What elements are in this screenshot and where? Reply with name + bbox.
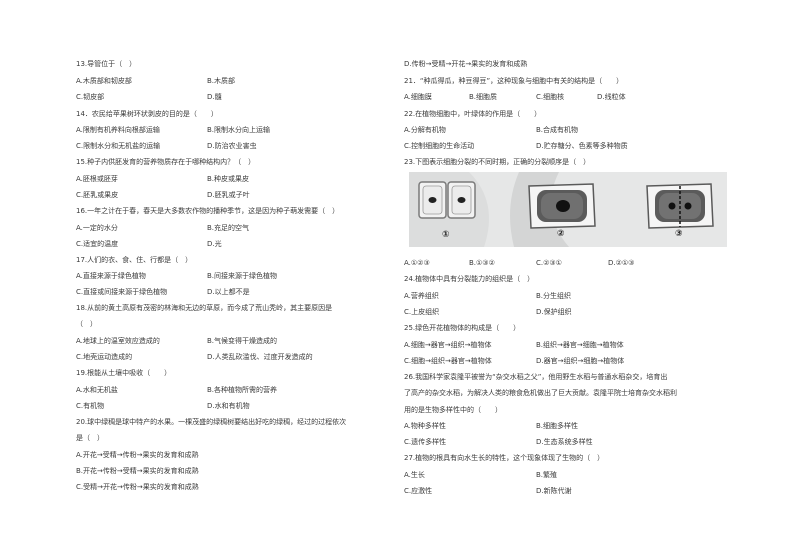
question-20-stem: 20.球中绿稠是球中特产的水果。一棵茂盛的绿稠树要结出好吃的绿稠，经过的过程依次 xyxy=(76,418,347,426)
question-21-option-d: D.线粒体 xyxy=(597,93,626,101)
question-14-option-b: B.限制水分向上运输 xyxy=(207,126,271,134)
figure-label-2: ② xyxy=(557,229,565,239)
question-17-stem: 17.人们的衣、食、住、行都是（ ） xyxy=(76,256,193,264)
question-14-stem: 14．农民给苹果树环状剥皮的目的是（ ） xyxy=(76,110,218,118)
question-22-option-c: C.控制细胞的生命活动 xyxy=(404,142,475,150)
question-27-stem: 27.植物的根具有向水生长的特性，这个现象体现了生物的（ ） xyxy=(404,454,605,462)
question-15-option-a: A.胚根或胚芽 xyxy=(76,175,118,183)
question-20-option-d: D.传粉→受精→开花→果实的发育和成熟 xyxy=(404,60,528,68)
question-22-option-b: B.合成有机物 xyxy=(536,126,579,134)
question-15-option-c: C.胚乳或果皮 xyxy=(76,191,119,199)
question-21-stem: 21．“种瓜得瓜，种豆得豆”，这种现象与细胞中有关的结构是（ ） xyxy=(404,77,624,85)
question-23-option-d: D.②①③ xyxy=(608,259,635,267)
question-23-stem: 23.下图表示细胞分裂的不同时期，正确的分裂顺序是（ ） xyxy=(404,158,591,166)
question-15-option-b: B.种皮或果皮 xyxy=(207,175,250,183)
question-19-option-d: D.水和有机物 xyxy=(207,402,250,410)
question-22-option-d: D.贮存糖分、色素等多种物质 xyxy=(536,142,628,150)
question-18-option-d: D.人类乱砍滥伐、过度开发造成的 xyxy=(207,353,313,361)
question-26-stem: 26.我国科学家袁隆平被誉为“杂交水稻之父”，他用野生水稻与普通水稻杂交，培育出 xyxy=(404,373,668,381)
figure-label-1: ① xyxy=(442,230,450,240)
question-15-stem: 15.种子内供胚发育的营养物质存在于哪种结构内？（ ） xyxy=(76,158,256,166)
question-18-option-c: C.地壳运动造成的 xyxy=(76,353,133,361)
figure-label-3: ③ xyxy=(675,229,683,239)
cell-stage-2 xyxy=(528,183,596,229)
question-18-stem: 18.从前的黄土高原有茂密的林海和无边的草原，而今成了荒山秃岭，其主要原因是 xyxy=(76,304,333,312)
question-26-stem-cont: 了高产的杂交水稻，为解决人类的粮食危机做出了巨大贡献。袁隆平院士培育杂交水稻利 xyxy=(404,389,677,397)
question-14-option-a: A.限制有机养料向根部运输 xyxy=(76,126,160,134)
question-23-option-b: B.①③② xyxy=(469,259,495,267)
question-17-option-a: A.直接来源于绿色植物 xyxy=(76,272,146,280)
question-22-stem: 22.在植物细胞中，叶绿体的作用是（ ） xyxy=(404,110,542,118)
question-16-stem: 16.一年之计在于春，春天是大多数农作物的播种季节，这是因为种子萌发需要（ ） xyxy=(76,207,340,215)
question-17-option-d: D.以上都不是 xyxy=(207,288,250,296)
cell-stage-3 xyxy=(646,183,714,229)
question-17-option-c: C.直接或间接来源于绿色植物 xyxy=(76,288,168,296)
question-27-option-d: D.新陈代谢 xyxy=(536,487,572,495)
question-18-stem-cont: （ ） xyxy=(76,320,97,328)
question-13-stem: 13.导管位于（ ） xyxy=(76,60,137,68)
question-27-option-b: B.繁殖 xyxy=(536,471,558,479)
question-16-option-d: D.光 xyxy=(207,240,222,248)
question-25-option-c: C.细胞→组织→器官→植物体 xyxy=(404,357,492,365)
question-14-option-c: C.限制水分和无机盐的运输 xyxy=(76,142,161,150)
question-25-option-a: A.细胞→器官→组织→植物体 xyxy=(404,341,492,349)
question-20-option-c: C.受精→开花→传粉→果实的发育和成熟 xyxy=(76,483,199,491)
question-13-option-c: C.韧皮部 xyxy=(76,93,105,101)
question-18-option-a: A.地球上的温室效应造成的 xyxy=(76,337,160,345)
question-15-option-d: D.胚乳或子叶 xyxy=(207,191,250,199)
question-13-option-a: A.木质部和韧皮部 xyxy=(76,77,132,85)
question-19-option-b: B.各种植物所需的营养 xyxy=(207,386,278,394)
question-16-option-c: C.适宜的温度 xyxy=(76,240,119,248)
question-19-stem: 19.根能从土壤中吸收（ ） xyxy=(76,369,172,377)
question-22-option-a: A.分解有机物 xyxy=(404,126,446,134)
question-20-option-a: A.开花→受精→传粉→果实的发育和成熟 xyxy=(76,451,199,459)
question-20-option-b: B.开花→传粉→受精→果实的发育和成熟 xyxy=(76,467,199,475)
question-25-option-b: B.组织→器官→细胞→植物体 xyxy=(536,341,624,349)
question-25-option-d: D.器官→组织→细胞→植物体 xyxy=(536,357,625,365)
question-26-stem-cont2: 用的是生物多样性中的（ ） xyxy=(404,406,502,414)
question-24-stem: 24.植物体中具有分裂能力的组织是（ ） xyxy=(404,275,535,283)
cell-division-figure: ① ② ③ xyxy=(409,172,727,247)
question-14-option-d: D.防治农业害虫 xyxy=(207,142,257,150)
question-21-option-b: B.细胞质 xyxy=(469,93,498,101)
question-16-option-a: A.一定的水分 xyxy=(76,224,118,232)
cell-stage-1 xyxy=(418,181,476,219)
question-26-option-a: A.物种多样性 xyxy=(404,422,446,430)
question-26-option-b: B.细胞多样性 xyxy=(536,422,579,430)
question-13-option-d: D.髓 xyxy=(207,93,222,101)
question-18-option-b: B.气候变得干燥造成的 xyxy=(207,337,278,345)
question-24-option-a: A.营养组织 xyxy=(404,292,439,300)
question-21-option-c: C.细胞核 xyxy=(536,93,565,101)
question-24-option-b: B.分生组织 xyxy=(536,292,572,300)
question-26-option-c: C.遗传多样性 xyxy=(404,438,447,446)
question-27-option-c: C.应激性 xyxy=(404,487,433,495)
question-20-stem-cont: 是（ ） xyxy=(76,434,104,442)
question-25-stem: 25.绿色开花植物体的构成是（ ） xyxy=(404,324,521,332)
question-26-option-d: D.生态系统多样性 xyxy=(536,438,593,446)
question-24-option-d: D.保护组织 xyxy=(536,308,572,316)
question-16-option-b: B.充足的空气 xyxy=(207,224,250,232)
question-27-option-a: A.生长 xyxy=(404,471,425,479)
question-19-option-a: A.水和无机盐 xyxy=(76,386,118,394)
question-19-option-c: C.有机物 xyxy=(76,402,105,410)
question-17-option-b: B.间接来源于绿色植物 xyxy=(207,272,278,280)
question-24-option-c: C.上皮组织 xyxy=(404,308,440,316)
question-23-option-c: C.②③① xyxy=(536,259,562,267)
question-23-option-a: A.①②③ xyxy=(404,259,430,267)
question-21-option-a: A.细胞膜 xyxy=(404,93,432,101)
question-13-option-b: B.木质部 xyxy=(207,77,236,85)
cell-division-diagram xyxy=(409,172,727,247)
